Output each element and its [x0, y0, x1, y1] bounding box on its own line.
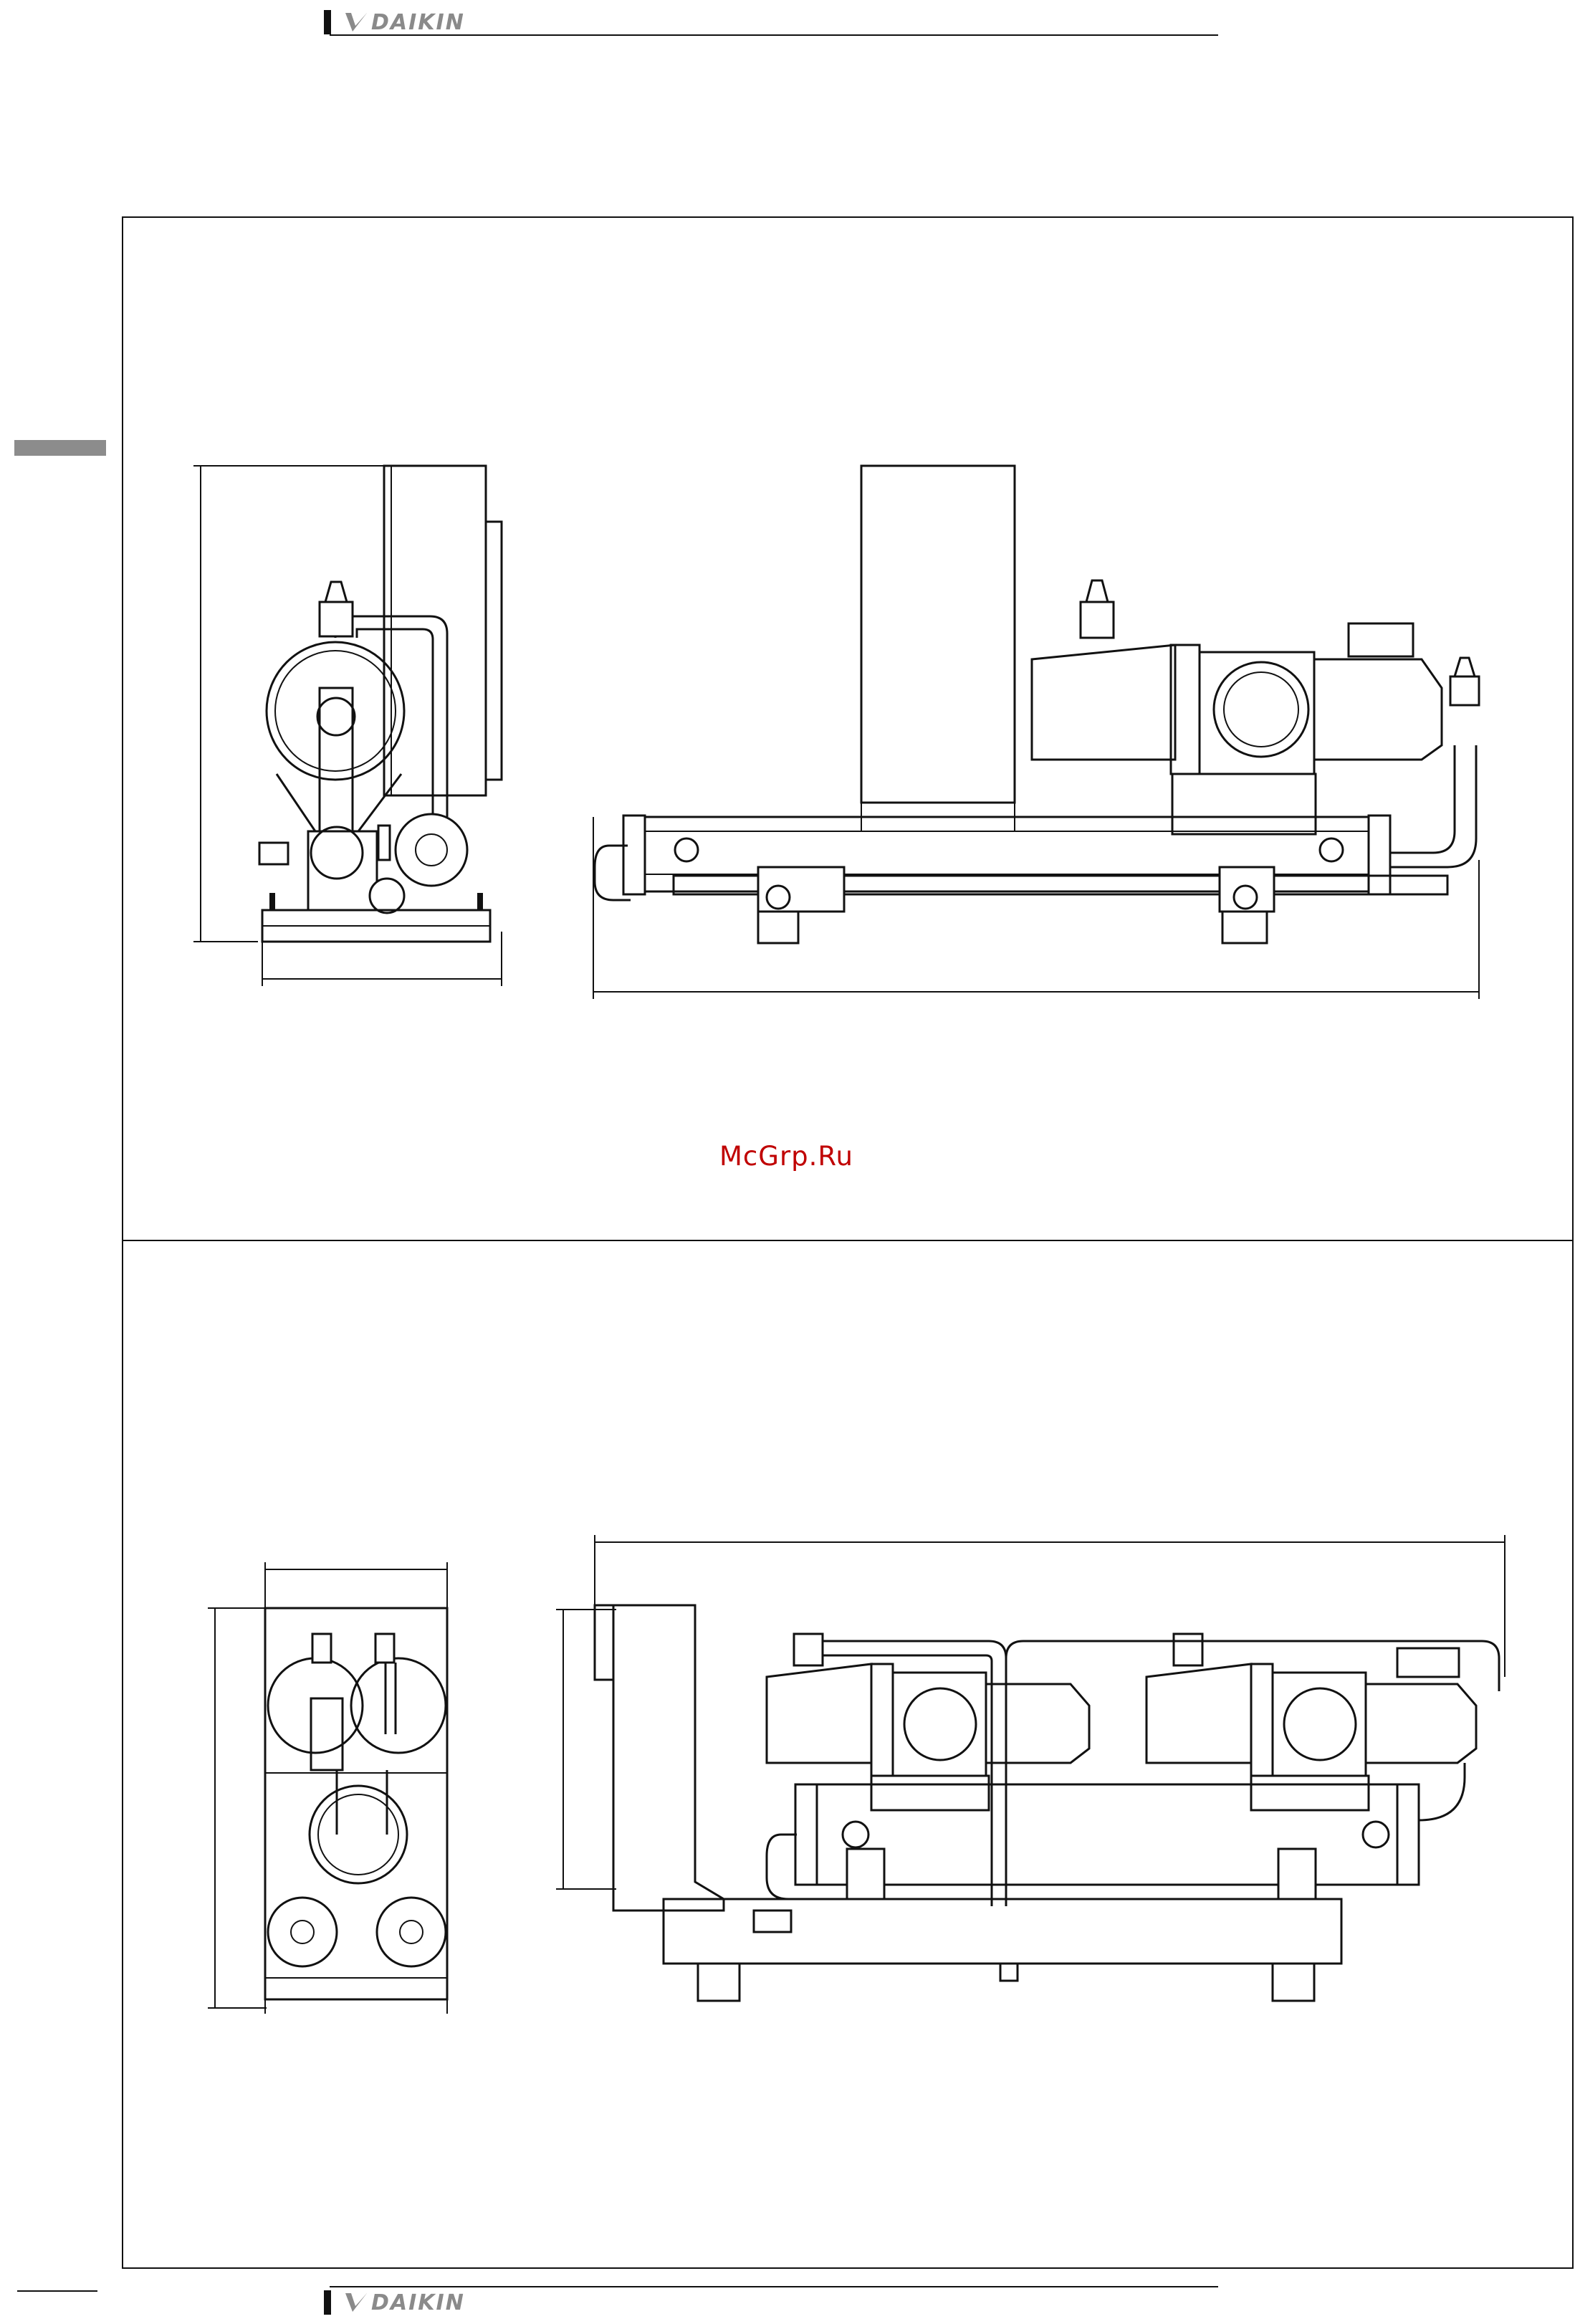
footer-rule	[330, 2286, 1218, 2287]
footer-brand: DAIKIN	[371, 2290, 465, 2315]
watermark-text: McGrp.Ru	[719, 1141, 853, 1172]
bottom-front-view	[556, 1535, 1505, 2001]
footer-logo-bar	[324, 2290, 331, 2315]
daikin-triangle-icon	[344, 2292, 368, 2313]
footer-left-rule	[17, 2290, 97, 2292]
footer-logo: DAIKIN	[324, 2290, 465, 2315]
top-front-view	[593, 466, 1479, 999]
top-side-view	[193, 466, 502, 986]
bottom-side-view	[208, 1562, 447, 2014]
